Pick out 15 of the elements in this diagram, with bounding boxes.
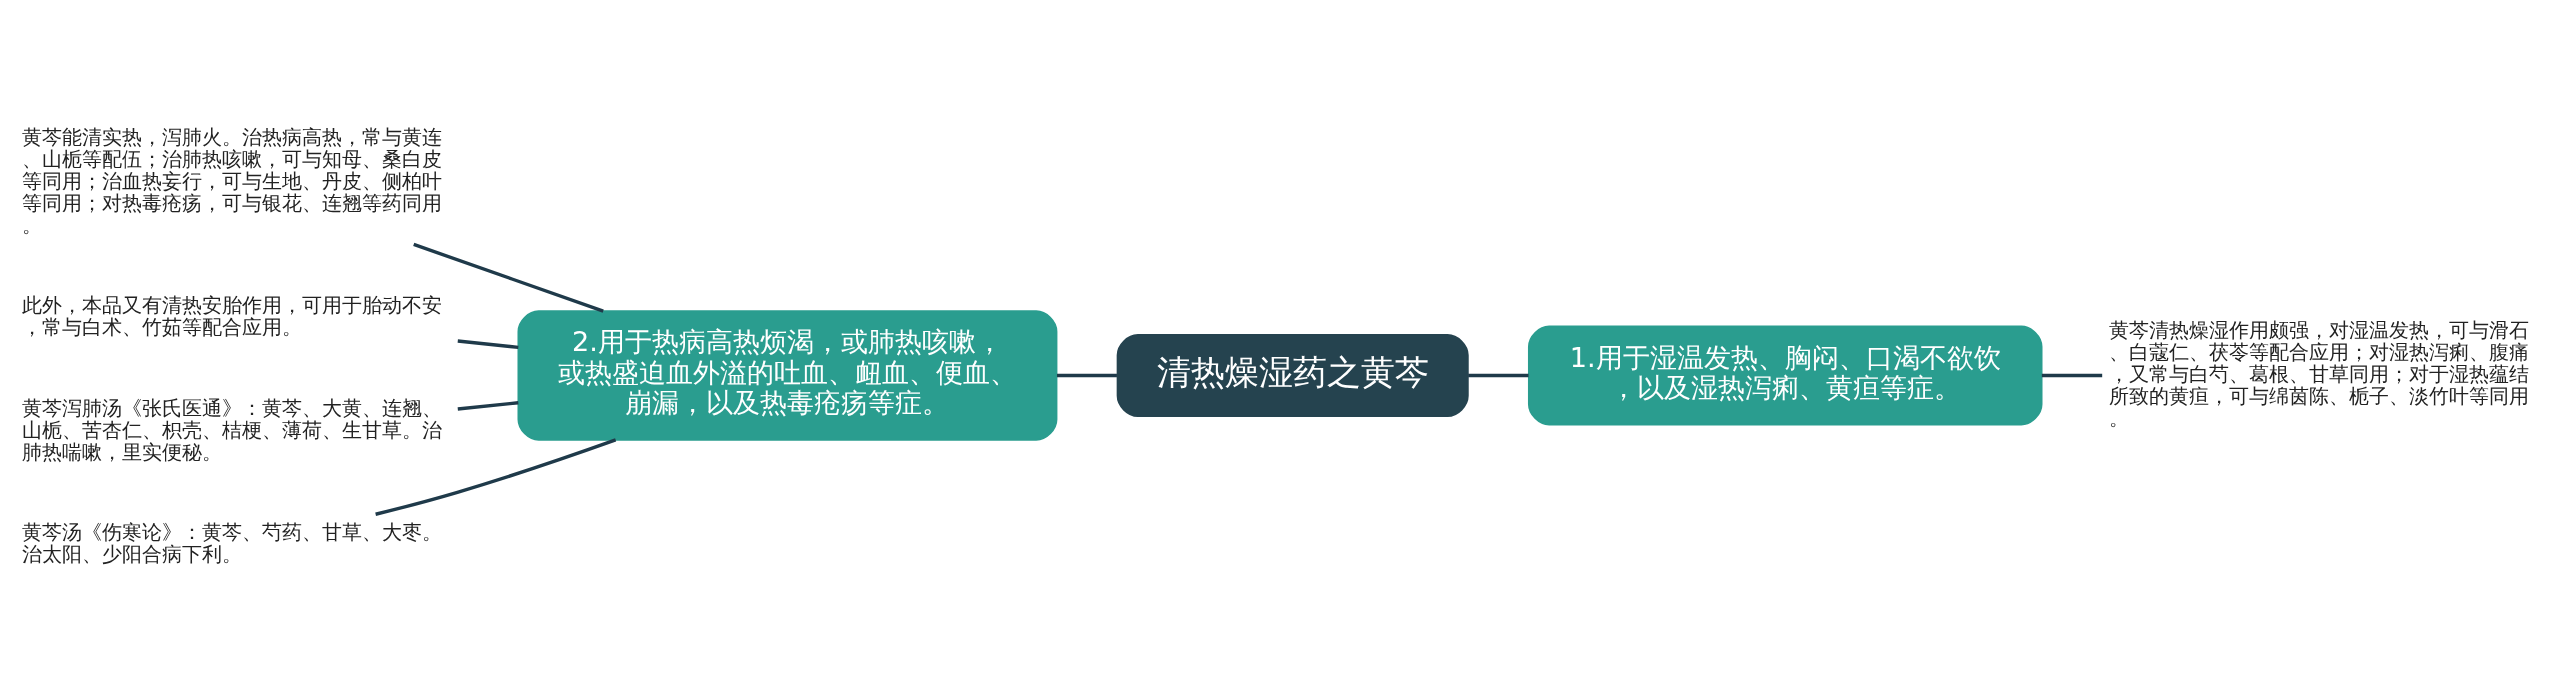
connector (457, 338, 519, 349)
node-text: 黄芩泻肺汤《张氏医通》：黄芩、大黄、连翘、山栀、苦杏仁、枳壳、桔梗、薄荷、生甘草。治肺热喘嗽，里实便秘。 (22, 395, 443, 464)
connector (457, 400, 519, 411)
node-box: 2.用于热病高热烦渴，或肺热咳嗽，或热盛迫血外溢的吐血、衄血、便血、崩漏，以及热毒疮疡等症。 (517, 309, 1058, 441)
node-text: 黄芩汤《伤寒论》：黄芩、芍药、甘草、大枣。治太阳、少阳合病下利。 (22, 519, 443, 566)
connector (2041, 373, 2103, 377)
node-text: 黄芩能清实热，泻肺火。治热病高热，常与黄连、山栀等配伍；治肺热咳嗽，可与知母、桑白皮等同用；治血热妄行，可与生地、丹皮、侧柏叶等同用；对热毒疮疡，可与银花、连翘等药同用。 (22, 124, 443, 237)
connector (375, 437, 617, 516)
node-box: 1.用于湿温发热、胸闷、口渴不欲饮，以及湿热泻痢、黄疸等症。 (1527, 325, 2043, 425)
node-text: 此外，本品又有清热安胎作用，可用于胎动不安，常与白术、竹茹等配合应用。 (22, 292, 443, 339)
node-text: 黄芩清热燥湿作用颇强，对湿温发热，可与滑石、白蔻仁、茯苓等配合应用；对湿热泻痢、腹痛，又常与白芍、葛根、甘草同用；对于湿热蕴结所致的黄疸，可与绵茵陈、栀子、淡竹叶等同用。 (2109, 317, 2530, 430)
connector (1468, 373, 1529, 377)
connector (1056, 373, 1117, 377)
node-box: 清热燥湿药之黄芩 (1116, 333, 1469, 417)
connector (413, 242, 604, 313)
